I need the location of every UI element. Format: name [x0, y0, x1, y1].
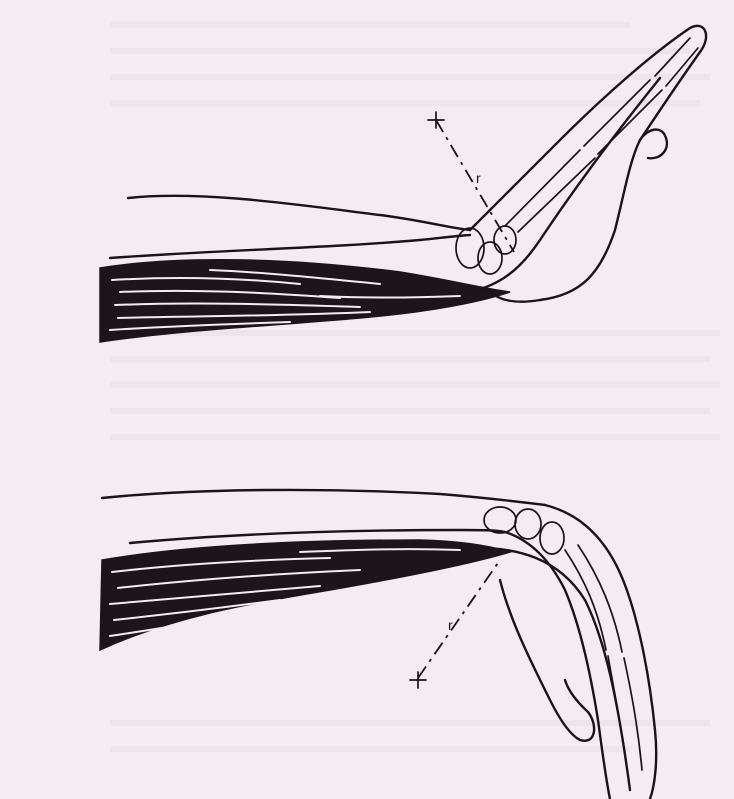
bottom-carpal-bone-2	[515, 509, 541, 539]
top-panel-extended-wrist: r	[100, 26, 706, 342]
top-hand-dorsal-outline	[470, 26, 706, 230]
bottom-forearm-dorsal-outline	[102, 490, 545, 505]
bottom-carpal-bone-1	[484, 507, 516, 533]
top-pivot-label: r	[476, 170, 481, 186]
top-moment-arm-line	[436, 120, 514, 252]
top-thumb	[640, 130, 667, 159]
top-forearm-radius-outline	[110, 235, 470, 258]
top-forearm-dorsal-outline	[128, 196, 470, 230]
bottom-forearm-muscle	[100, 540, 510, 650]
bottom-flexor-tendon	[460, 548, 630, 790]
top-phalanx-3	[655, 38, 690, 76]
bottom-thumb	[500, 580, 594, 741]
bottom-pivot-label: r	[448, 617, 453, 633]
bottom-carpal-bone-3	[540, 522, 564, 554]
top-flexor-tendon	[470, 78, 660, 292]
top-axis-cross	[428, 112, 444, 128]
bottom-axis-cross	[410, 672, 426, 688]
bottom-moment-arm-line	[418, 560, 500, 678]
bottom-phalanx-2	[624, 658, 642, 770]
top-forearm-muscle	[100, 260, 510, 342]
top-metacarpal-1	[505, 150, 580, 226]
bleed-through-lines	[110, 22, 720, 752]
bottom-panel-flexed-wrist: r	[100, 490, 656, 799]
